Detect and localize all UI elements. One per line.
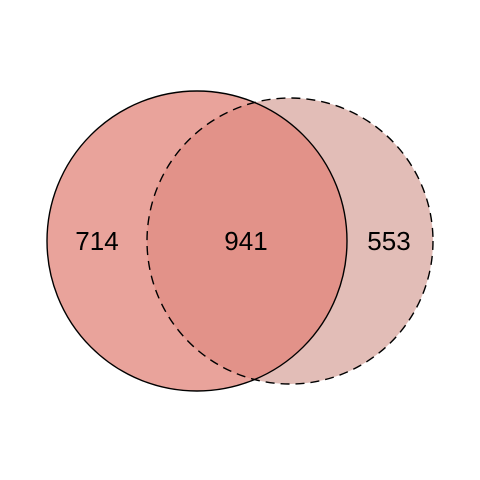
set-b-only-count: 553 <box>367 226 410 256</box>
set-b-circle-outline <box>146 97 434 385</box>
set-a-only-count: 714 <box>75 226 118 256</box>
intersection-count: 941 <box>224 226 267 256</box>
set-a-circle-fill <box>47 91 347 391</box>
set-a-circle-outline <box>46 90 348 392</box>
